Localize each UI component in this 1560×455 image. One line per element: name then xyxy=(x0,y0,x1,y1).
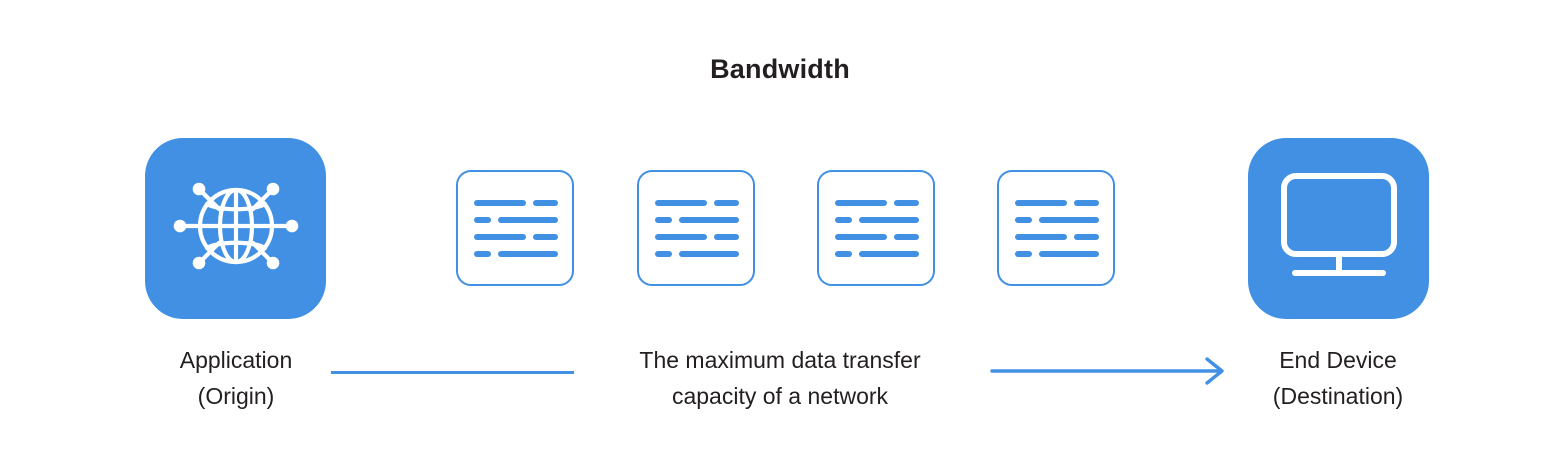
packet-bar xyxy=(679,216,739,223)
packet-bar xyxy=(1015,216,1032,223)
packet-bar xyxy=(894,233,919,240)
packet-row xyxy=(835,216,919,223)
packet-row xyxy=(835,250,919,257)
packet-row xyxy=(655,250,739,257)
packet-bar xyxy=(498,216,558,223)
origin-node-label: Application (Origin) xyxy=(120,342,352,414)
packet-bar xyxy=(859,250,919,257)
packet-row xyxy=(474,199,558,206)
destination-node-tile xyxy=(1248,138,1429,319)
packet-bar xyxy=(835,233,887,240)
packet-bar xyxy=(1039,216,1099,223)
origin-label-line2: (Origin) xyxy=(197,383,275,409)
packet-bar xyxy=(714,233,739,240)
packet-bar xyxy=(655,233,707,240)
packet-row xyxy=(655,216,739,223)
packet-row xyxy=(655,233,739,240)
packet-bar xyxy=(474,216,491,223)
packet-row xyxy=(835,199,919,206)
packet-bar xyxy=(1015,233,1067,240)
page-title: Bandwidth xyxy=(710,54,850,84)
data-packet-3 xyxy=(817,170,935,286)
packet-bar xyxy=(835,250,852,257)
packet-bar xyxy=(474,250,491,257)
destination-label-line1: End Device xyxy=(1279,347,1397,373)
center-caption: The maximum data transfer capacity of a … xyxy=(560,342,1000,414)
packet-row xyxy=(474,216,558,223)
packet-bar xyxy=(835,216,852,223)
packet-bar xyxy=(474,233,526,240)
packet-bar xyxy=(1015,250,1032,257)
packet-bar xyxy=(655,199,707,206)
globe-network-icon xyxy=(171,161,301,296)
packet-bar xyxy=(859,216,919,223)
data-packet-2 xyxy=(637,170,755,286)
caption-line2: capacity of a network xyxy=(671,383,889,409)
packet-bar xyxy=(714,199,739,206)
packet-bar xyxy=(655,216,672,223)
origin-node-tile xyxy=(145,138,326,319)
packet-bar xyxy=(474,199,526,206)
packet-row xyxy=(835,233,919,240)
left-connector-line xyxy=(331,371,574,375)
packet-bar xyxy=(835,199,887,206)
packet-bar xyxy=(533,199,558,206)
destination-label-line2: (Destination) xyxy=(1272,383,1404,409)
packet-row xyxy=(1015,233,1099,240)
packet-bar xyxy=(655,250,672,257)
origin-label-line1: Application xyxy=(179,347,293,373)
packet-bar xyxy=(894,199,919,206)
packet-bar xyxy=(498,250,558,257)
packet-row xyxy=(1015,199,1099,206)
packet-bar xyxy=(1015,199,1067,206)
packet-row xyxy=(474,250,558,257)
destination-node-label: End Device (Destination) xyxy=(1222,342,1454,414)
packet-row xyxy=(655,199,739,206)
monitor-desktop-icon xyxy=(1277,170,1401,287)
data-packet-4 xyxy=(997,170,1115,286)
packet-row xyxy=(1015,250,1099,257)
caption-line1: The maximum data transfer xyxy=(639,347,921,373)
packet-row xyxy=(1015,216,1099,223)
packet-bar xyxy=(679,250,739,257)
packet-bar xyxy=(1074,233,1099,240)
right-connector-arrow xyxy=(990,355,1230,391)
packet-row xyxy=(474,233,558,240)
data-packet-1 xyxy=(456,170,574,286)
packet-bar xyxy=(1074,199,1099,206)
packet-bar xyxy=(533,233,558,240)
packet-bar xyxy=(1039,250,1099,257)
